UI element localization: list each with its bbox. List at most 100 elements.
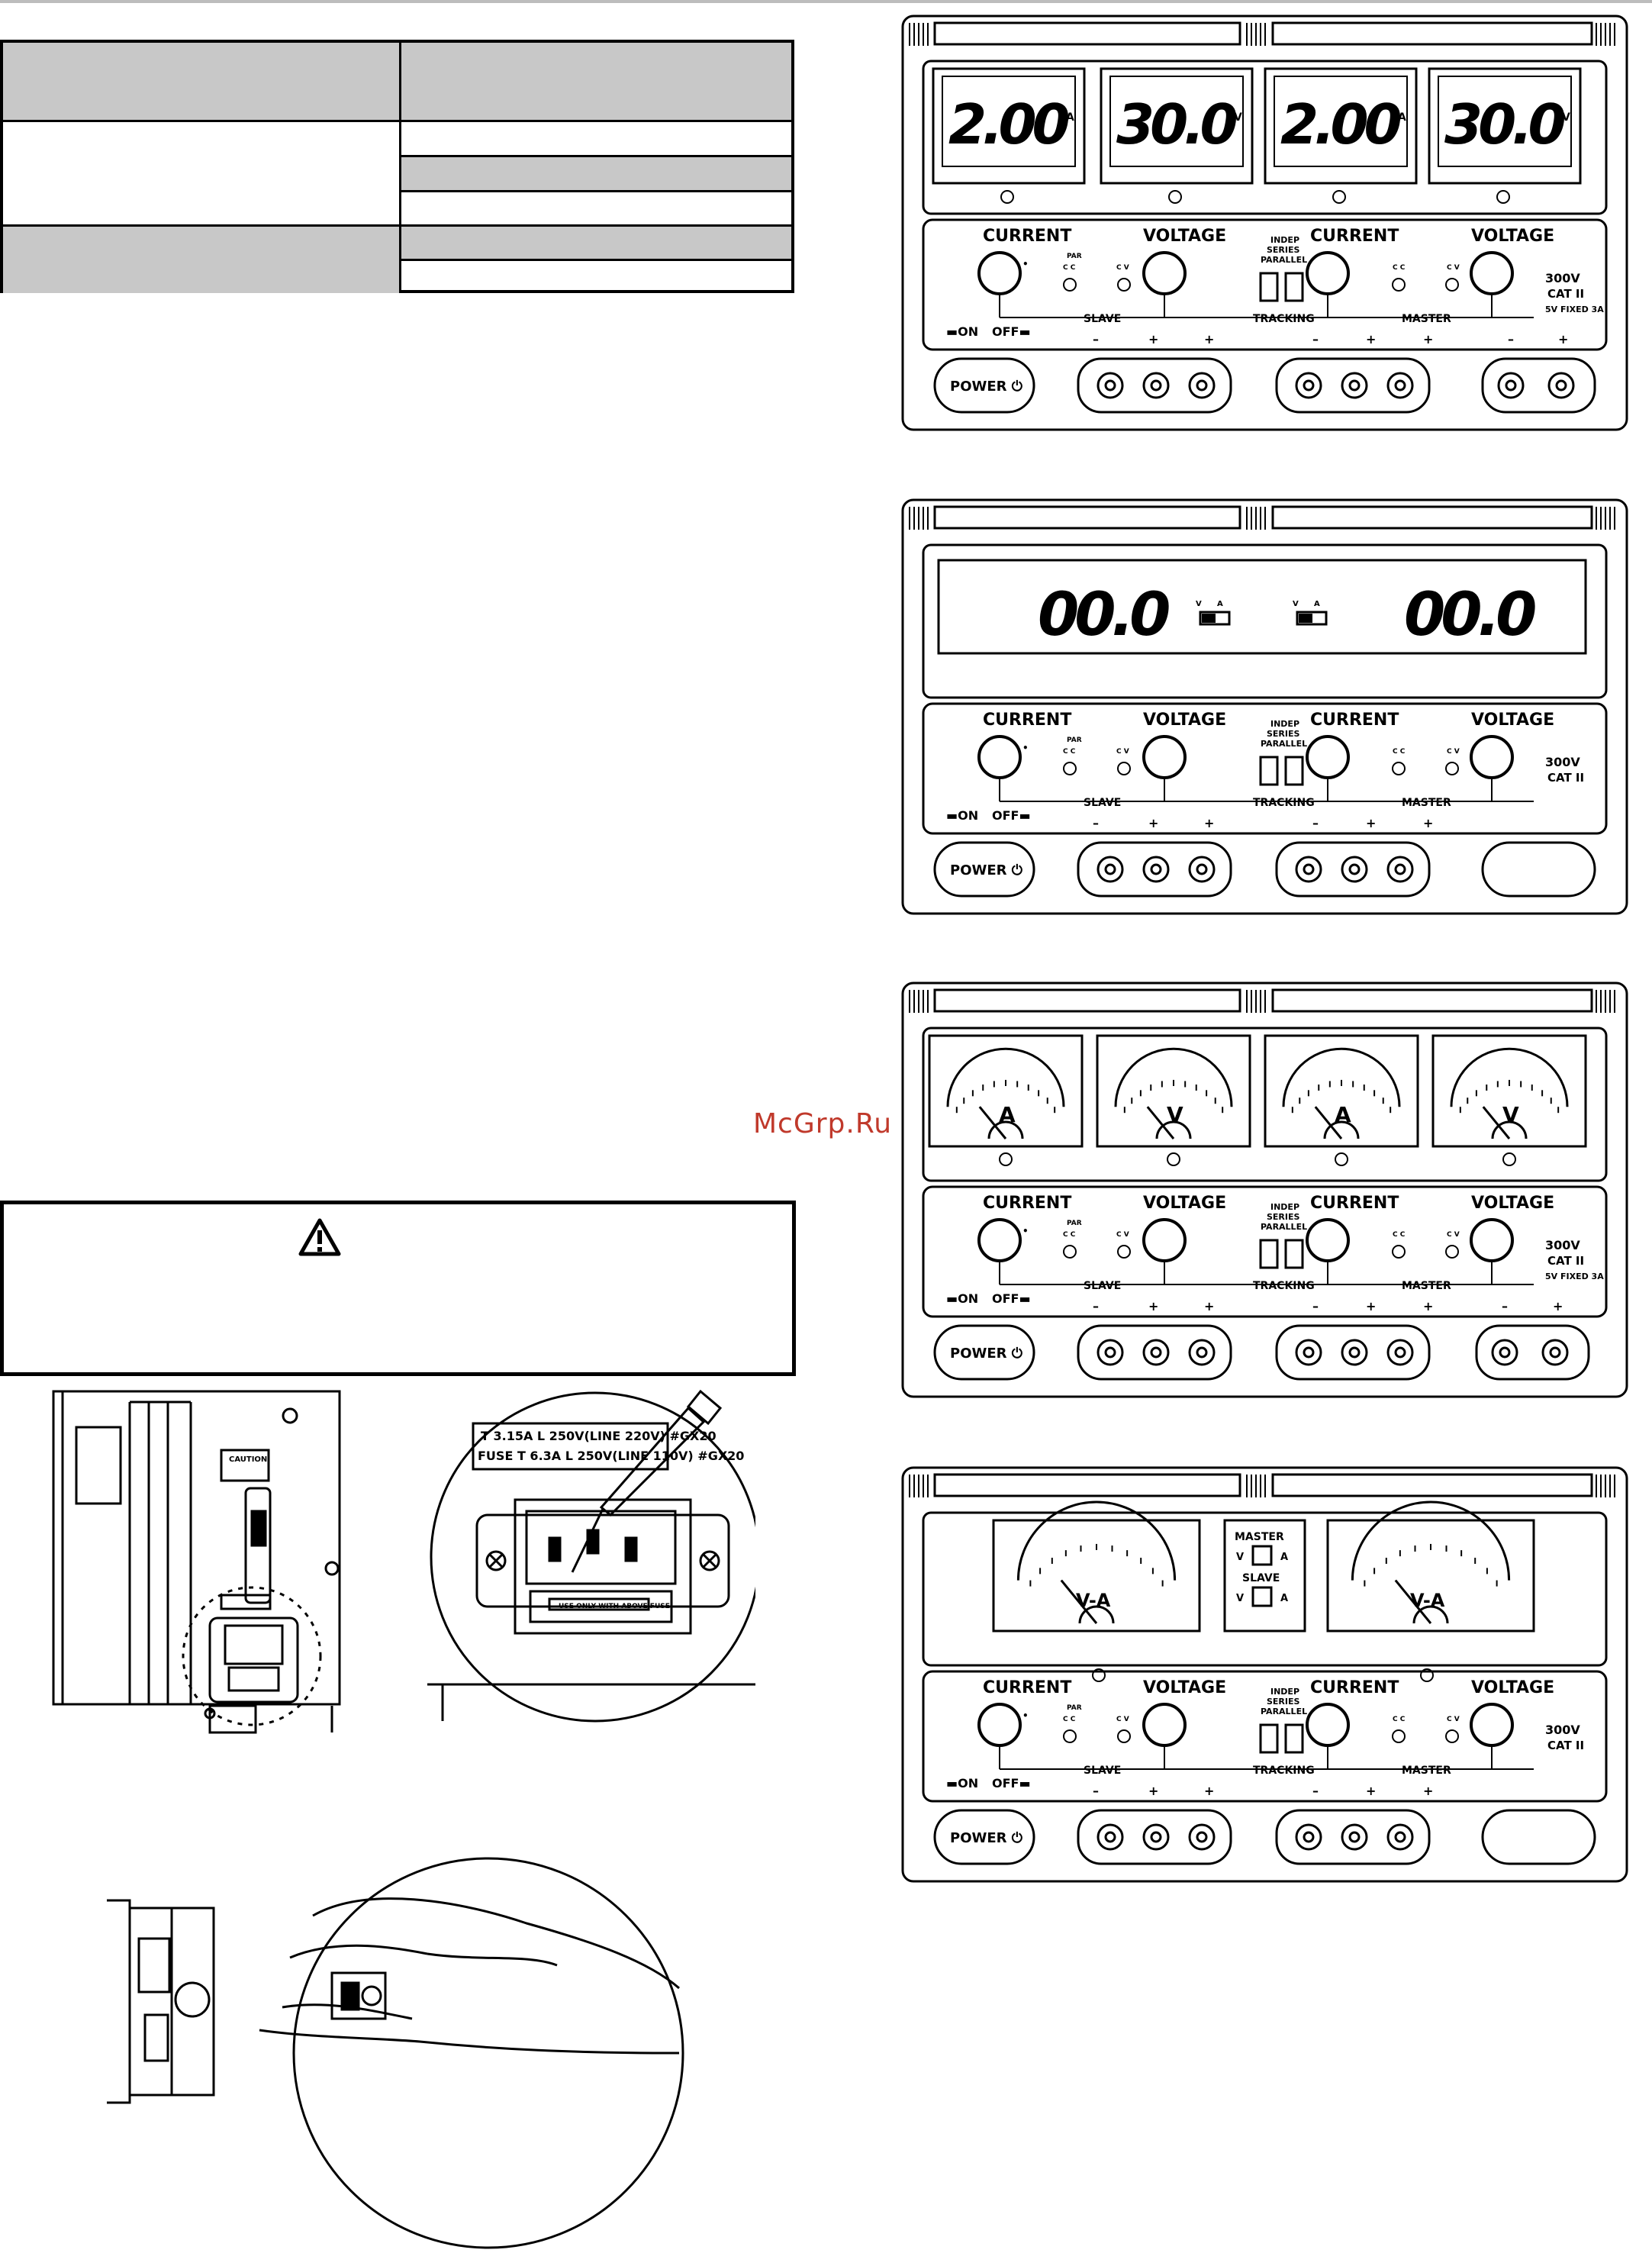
parallel-label: PARALLEL	[1261, 1707, 1307, 1716]
meter-scale	[1351, 1500, 1511, 1581]
power-button	[933, 1809, 1035, 1865]
output-terminal	[1142, 1823, 1170, 1851]
meter-selector-panel	[1223, 1519, 1306, 1633]
tracking-button	[1259, 756, 1279, 786]
warning-box	[0, 1201, 796, 1376]
indep-label: INDEP	[1270, 1202, 1299, 1212]
plus-label: +	[1423, 1299, 1433, 1313]
output-terminal	[1541, 1339, 1569, 1366]
meter-label: V	[1167, 1102, 1183, 1127]
meter-scale	[1016, 1500, 1177, 1581]
indicator-led	[1392, 762, 1406, 775]
tracking-button	[1259, 272, 1279, 302]
v-a-switch	[1296, 611, 1328, 626]
meter-scale	[1450, 1047, 1569, 1107]
plus-label: +	[1148, 816, 1158, 830]
plus-label: +	[1558, 332, 1568, 346]
table-cell-shaded	[401, 157, 791, 190]
output-terminal	[1097, 856, 1124, 883]
series-label: SERIES	[1267, 1212, 1300, 1222]
master-label: MASTER	[1402, 1280, 1451, 1292]
indicator-led	[1167, 1152, 1180, 1166]
series-label: SERIES	[1267, 729, 1300, 739]
on-label: ▬ON	[946, 808, 978, 823]
plus-label: +	[1423, 1784, 1433, 1798]
control-section	[922, 1670, 1608, 1803]
indicator-led	[1420, 1668, 1434, 1682]
fuse-label-line1: T 3.15A L 250V(LINE 220V) #GX20	[481, 1429, 717, 1443]
output-terminal	[1295, 1339, 1322, 1366]
indicator-led	[1000, 190, 1014, 204]
plus-label: +	[1148, 332, 1158, 346]
indep-label: INDEP	[1270, 719, 1299, 729]
table-divider	[3, 224, 791, 227]
control-section	[922, 1185, 1608, 1318]
readout-value: 30.0	[1444, 92, 1565, 156]
plus-label: +	[1204, 816, 1214, 830]
master-current-label: CURRENT	[1310, 227, 1399, 246]
readout-unit: A	[1066, 111, 1074, 124]
slave-cc-label: C C	[1063, 1716, 1076, 1723]
panel-frame	[901, 1466, 1628, 1883]
tracking-label: TRACKING	[1253, 1765, 1315, 1777]
indicator-led	[1092, 1668, 1106, 1682]
analog-meter	[992, 1519, 1201, 1633]
table-header-row	[3, 43, 791, 120]
master-label: MASTER	[1402, 797, 1451, 809]
spec-table	[0, 40, 794, 293]
series-label: SERIES	[1267, 245, 1300, 255]
output-terminal	[1547, 372, 1575, 399]
minus-label: –	[1093, 332, 1099, 346]
master-voltage-label: VOLTAGE	[1471, 1194, 1554, 1213]
output-terminal	[1097, 1823, 1124, 1851]
indicator-led	[1392, 1729, 1406, 1743]
parallel-label: PARALLEL	[1261, 255, 1307, 265]
minus-label: –	[1502, 1299, 1508, 1313]
readout-value: 2.00	[1280, 92, 1401, 156]
dot: •	[1022, 259, 1029, 269]
plus-label: +	[1204, 332, 1214, 346]
warning-triangle-icon	[298, 1218, 341, 1256]
slave-cv-label: C V	[1116, 264, 1129, 272]
minus-label: –	[1312, 1299, 1319, 1313]
nameplate	[933, 1473, 1241, 1497]
cat-voltage-label: 300V	[1545, 271, 1580, 285]
master-cv-label: C V	[1447, 1231, 1460, 1239]
table-cell-shaded	[3, 226, 399, 293]
dot: •	[1022, 743, 1029, 753]
cat-voltage-label: 300V	[1545, 755, 1580, 769]
meter-label: V-A	[1410, 1590, 1445, 1611]
panel-frame	[901, 981, 1628, 1398]
par-label: PAR	[1067, 253, 1082, 260]
tracking-button	[1284, 272, 1304, 302]
meter-needle	[1060, 1579, 1098, 1624]
plus-label: +	[1366, 1784, 1376, 1798]
fuse-holder-figure	[107, 1857, 684, 2249]
cat-rating-label: CAT II	[1547, 771, 1584, 785]
output-terminal	[1341, 1339, 1368, 1366]
table-divider	[399, 43, 401, 293]
slave-output-group	[1077, 841, 1232, 898]
nameplate	[933, 21, 1241, 46]
power-button	[933, 841, 1035, 898]
slave-current-label: CURRENT	[983, 227, 1071, 246]
indicator-led	[1392, 278, 1406, 292]
master-cv-label: C V	[1447, 264, 1460, 272]
blank-cover	[1481, 1809, 1596, 1865]
digital-display	[937, 559, 1587, 655]
plus-label: +	[1553, 1299, 1563, 1313]
master-cc-label: C C	[1393, 1716, 1406, 1723]
table-cell-shaded	[401, 226, 791, 259]
indicator-led	[1063, 762, 1077, 775]
output-terminal	[1142, 372, 1170, 399]
parallel-label: PARALLEL	[1261, 1222, 1307, 1232]
slave-output-group	[1077, 357, 1232, 414]
minus-label: –	[1093, 1299, 1099, 1313]
meter-needle	[1394, 1579, 1432, 1624]
table-divider	[401, 259, 791, 261]
slave-current-label: CURRENT	[983, 711, 1071, 730]
tracking-label: TRACKING	[1253, 1280, 1315, 1292]
on-label: ▬ON	[946, 324, 978, 339]
fixed-output-group	[1475, 1324, 1590, 1381]
